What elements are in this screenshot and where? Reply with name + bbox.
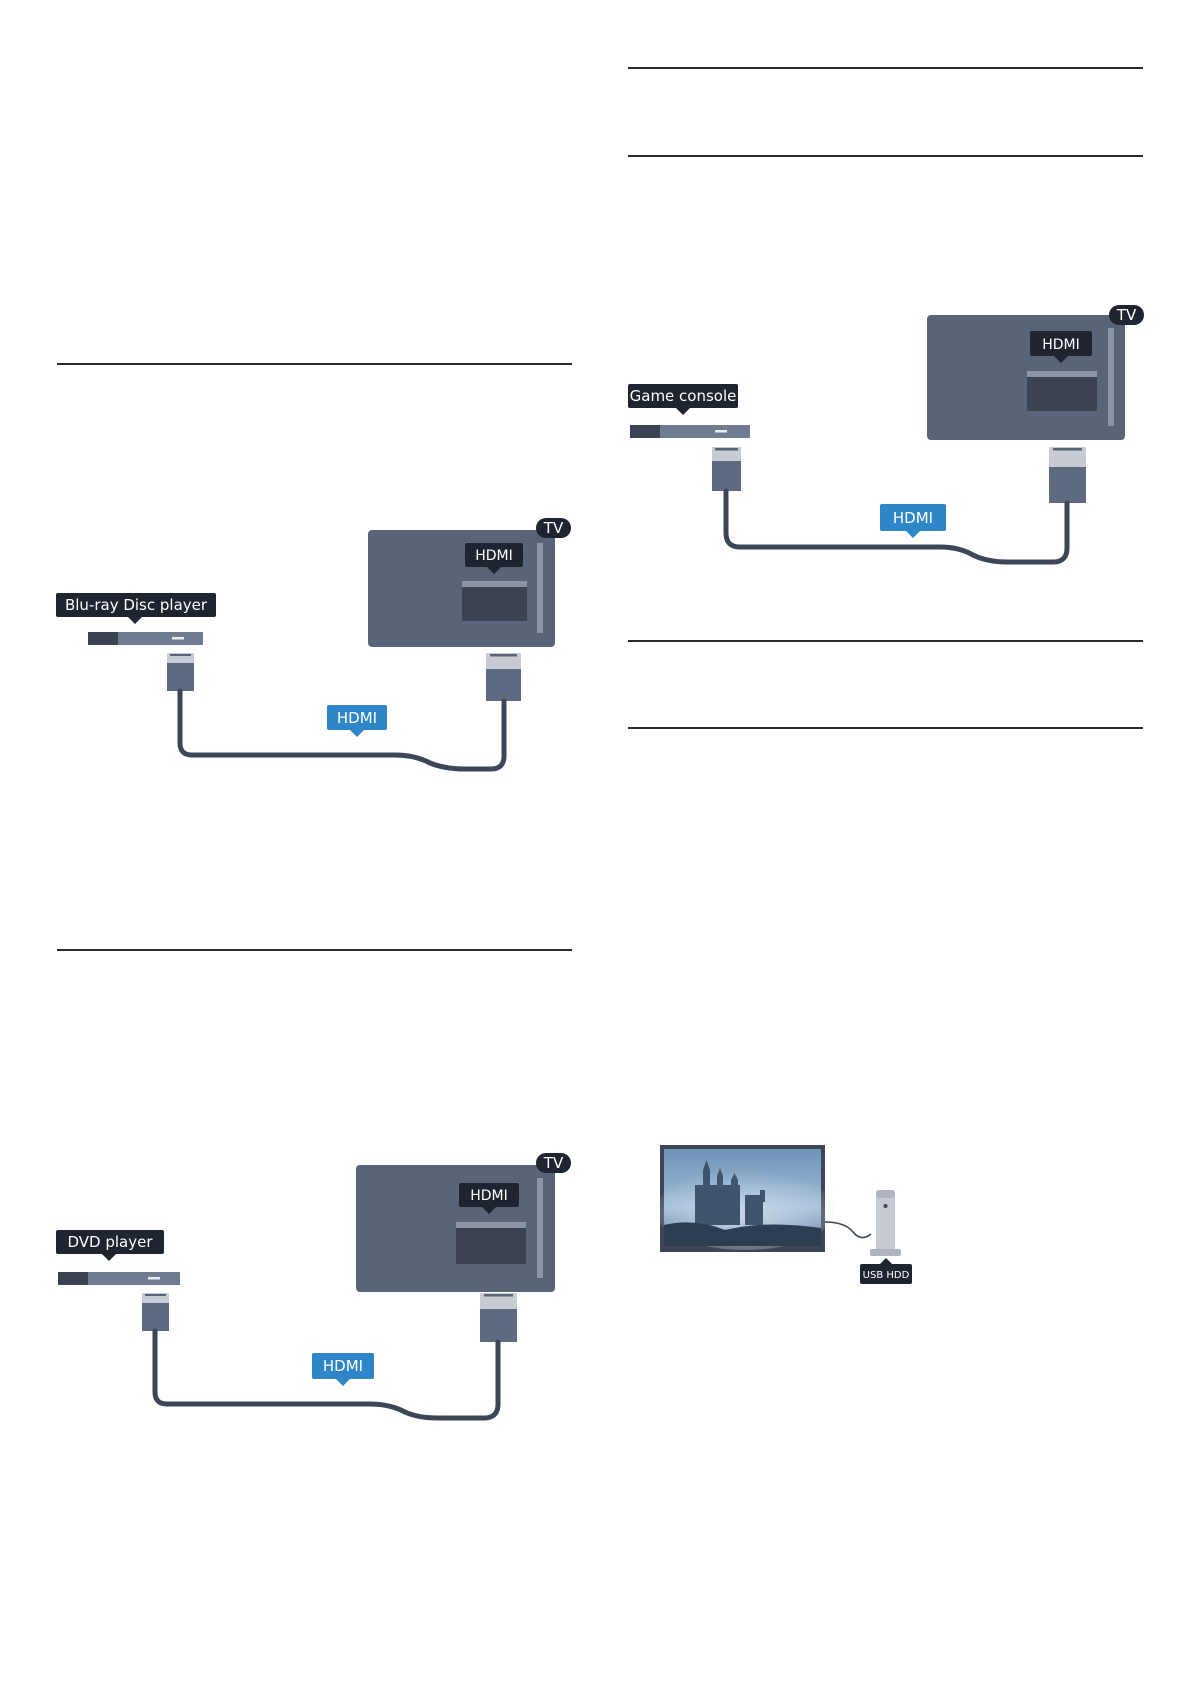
device-label: Game console — [630, 387, 737, 405]
cable-hdmi-badge — [312, 1353, 374, 1379]
tv-side-bar — [1108, 328, 1114, 426]
device-label-box — [56, 1230, 164, 1254]
section-rule — [628, 640, 1143, 642]
cable-hdmi-label: HDMI — [893, 509, 933, 527]
usb-hdd-connection-diagram: USB HDD — [655, 1140, 935, 1300]
usb-hdd-stand — [870, 1249, 901, 1256]
device-label: DVD player — [67, 1233, 153, 1251]
tv-badge — [536, 1153, 571, 1173]
right-connector — [486, 653, 521, 669]
section-rule — [628, 727, 1143, 729]
tv-hdmi-port-label: HDMI — [475, 548, 513, 564]
right-connector — [480, 1293, 517, 1309]
hdmi-cable — [177, 688, 507, 772]
tv-badge — [1109, 305, 1144, 325]
tv-side-bar — [537, 543, 543, 633]
hdmi-cable — [152, 1328, 501, 1421]
tv-label: TV — [543, 1154, 564, 1172]
section-rule — [628, 155, 1143, 157]
section-rule — [57, 949, 572, 951]
tv-port-panel — [462, 581, 527, 621]
left-connector — [142, 1293, 169, 1303]
section-rule — [57, 363, 572, 365]
usb-cable — [824, 1221, 872, 1239]
tv-hdmi-port-label-box — [459, 1183, 519, 1207]
tv-port-panel — [1027, 371, 1097, 411]
right-connector — [1049, 447, 1086, 467]
cable-hdmi-label: HDMI — [323, 1357, 363, 1375]
tv-hdmi-port-label-box — [1030, 331, 1092, 356]
usb-hdd-label: USB HDD — [863, 1270, 910, 1281]
tv-port-panel — [456, 1222, 526, 1264]
cable-hdmi-badge — [880, 504, 946, 531]
tv-label: TV — [1116, 306, 1137, 324]
castle-image — [695, 1160, 765, 1225]
section-rule — [628, 67, 1143, 69]
bluray-connection-diagram: TV HDMI Blu-ray Disc player HDMI — [50, 515, 580, 775]
tv-label: TV — [543, 519, 564, 537]
device-label-box — [628, 384, 738, 408]
device-label: Blu-ray Disc player — [65, 596, 208, 614]
tv-hdmi-port-label: HDMI — [1042, 337, 1080, 353]
cable-hdmi-label: HDMI — [337, 709, 377, 727]
cable-hdmi-badge — [327, 705, 387, 730]
game-console-connection-diagram: TV HDMI Game console HDMI — [625, 300, 1155, 580]
usb-hdd-body — [876, 1190, 895, 1252]
device-body — [58, 1272, 180, 1285]
tv-hdmi-port-label-box — [465, 543, 523, 567]
hdmi-cable — [723, 488, 1070, 565]
tv-badge — [536, 518, 571, 538]
device-label-box — [56, 593, 216, 617]
usb-hdd-label-box — [860, 1264, 912, 1284]
tv-hdmi-port-label: HDMI — [470, 1188, 508, 1204]
tv-side-bar — [537, 1178, 543, 1278]
left-connector — [167, 653, 194, 663]
dvd-connection-diagram: TV HDMI DVD player HDMI — [50, 1150, 580, 1421]
